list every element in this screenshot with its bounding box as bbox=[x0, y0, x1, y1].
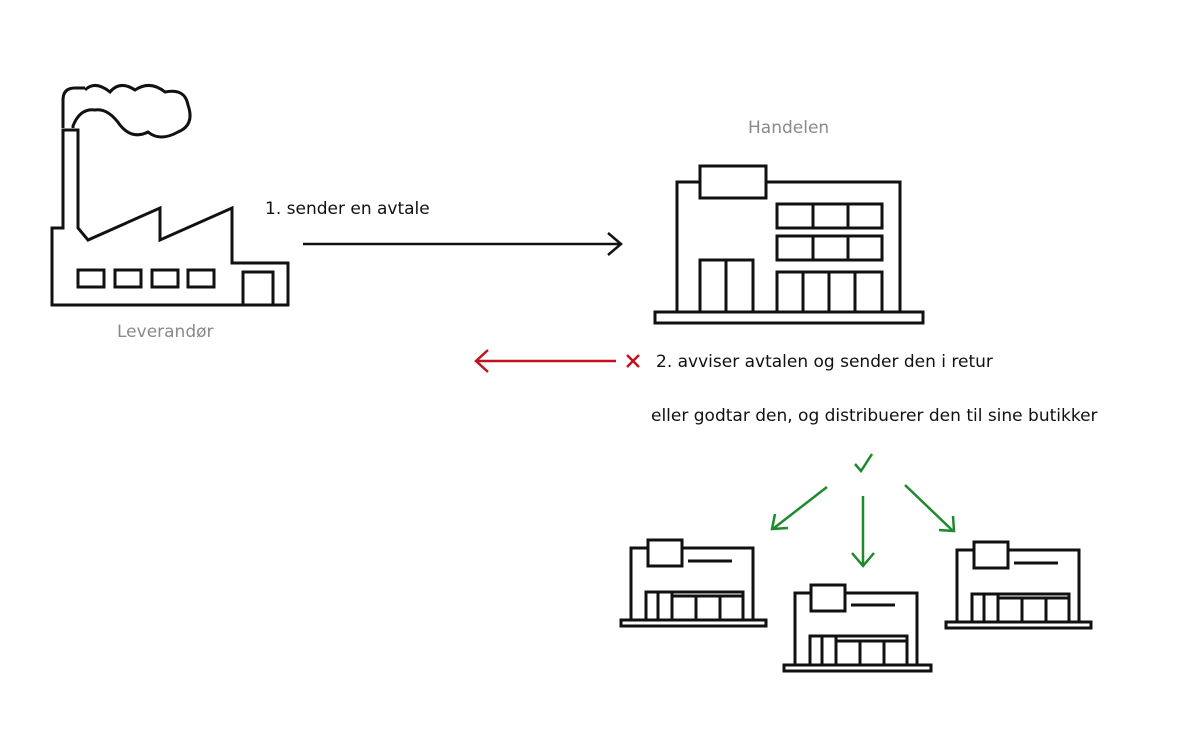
distribute-arrow-center bbox=[851, 496, 875, 568]
reject-cross-icon bbox=[626, 354, 640, 368]
store-icon bbox=[782, 583, 933, 673]
step-accept-label: eller godtar den, og distribuerer den ti… bbox=[651, 406, 1098, 426]
distribute-arrow-right bbox=[904, 484, 956, 533]
retailer-label: Handelen bbox=[748, 118, 830, 138]
factory-icon bbox=[50, 84, 290, 307]
step-send-label: 1. sender en avtale bbox=[265, 199, 430, 219]
office-building-icon bbox=[653, 164, 925, 325]
store-icon bbox=[619, 538, 768, 628]
store-icon bbox=[944, 540, 1093, 630]
distribute-arrow-left bbox=[770, 486, 828, 531]
step-reject-label: 2. avviser avtalen og sender den i retur bbox=[656, 352, 993, 372]
supplier-label: Leverandør bbox=[117, 322, 214, 342]
accept-check-icon bbox=[854, 453, 874, 474]
send-arrow bbox=[303, 232, 623, 256]
reject-arrow bbox=[474, 349, 616, 373]
